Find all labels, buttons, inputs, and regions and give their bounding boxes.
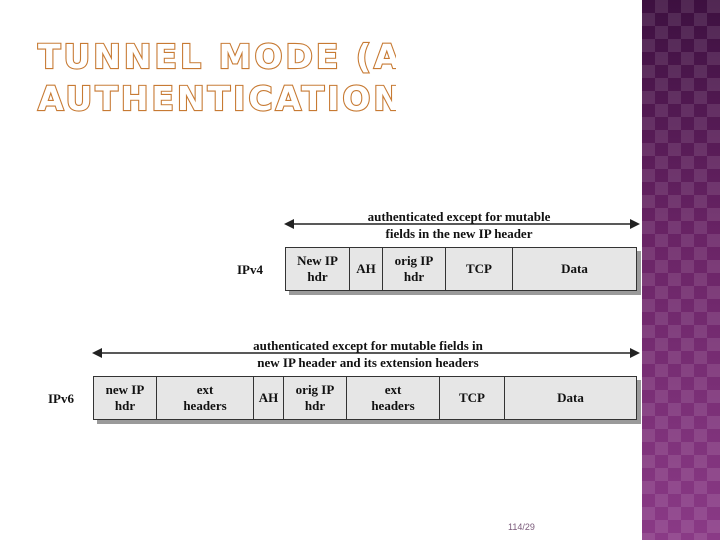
ipv6-packet: new IP hdr ext headers AH orig IP hdr ex… — [93, 376, 637, 420]
ipv6-field-tcp: TCP — [439, 377, 504, 419]
ipv6-field-new-ip-hdr: new IP hdr — [105, 382, 145, 413]
ipv6-span-arrow — [92, 348, 640, 358]
decorative-side-panel — [642, 0, 720, 540]
ipv6-field-ext-headers-2: ext headers — [346, 377, 439, 419]
ipv4-caption: authenticated except for mutable fields … — [259, 208, 659, 242]
ipv4-field-orig-ip-hdr: orig IP hdr — [382, 248, 445, 290]
ipv6-field-ah: AH — [253, 377, 283, 419]
ipv4-field-data: Data — [512, 248, 636, 290]
ipv6-field-ext-headers-1: ext headers — [156, 377, 253, 419]
slide-title-line-2: AUTHENTICATION) — [38, 79, 396, 118]
ipv6-caption-line-1: authenticated except for mutable fields … — [253, 338, 483, 353]
ipv4-field-ah: AH — [349, 248, 382, 290]
slide-page-number: 114/29 — [508, 522, 535, 532]
ipv6-caption-line-2: new IP header and its extension headers — [257, 355, 479, 370]
ipv6-label: IPv6 — [48, 391, 74, 406]
ipv6-field-data: Data — [504, 377, 636, 419]
ipv4-caption-line-1: authenticated except for mutable — [367, 209, 551, 224]
ipv4-span-arrow — [284, 219, 640, 229]
slide-title: TUNNEL MODE (AH AUTHENTICATION) — [37, 36, 396, 119]
ipv4-field-new-ip-hdr: New IP hdr — [297, 253, 338, 284]
ipv6-field-orig-ip-hdr: orig IP hdr — [283, 377, 346, 419]
ipv4-field-tcp: TCP — [445, 248, 512, 290]
slide-title-line-1: TUNNEL MODE (AH — [38, 37, 396, 76]
ipv4-caption-line-2: fields in the new IP header — [385, 226, 533, 241]
ipv4-packet: New IP hdr AH orig IP hdr TCP Data — [285, 247, 637, 291]
ipv6-caption: authenticated except for mutable fields … — [168, 337, 568, 371]
ipv4-label: IPv4 — [237, 262, 263, 277]
